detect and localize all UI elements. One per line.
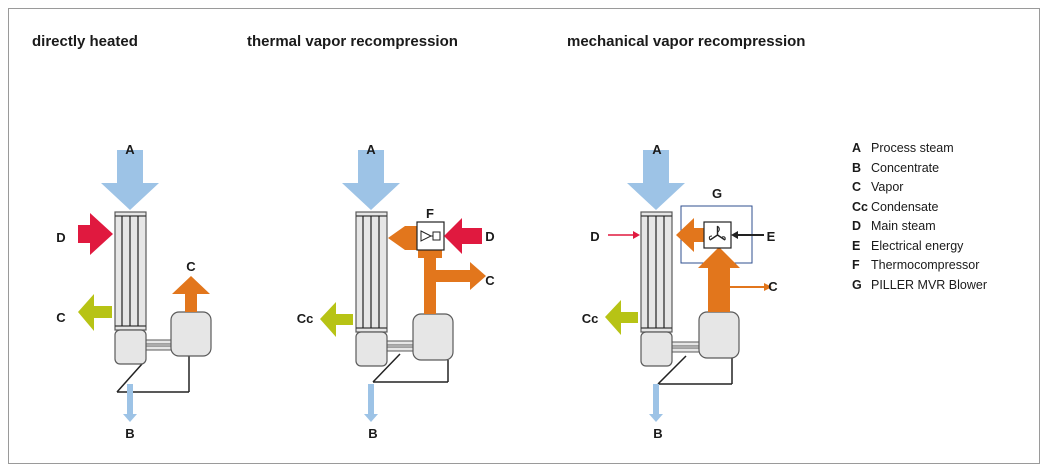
concentrate-outlet-arrow bbox=[123, 384, 137, 422]
condensate-out-arrow bbox=[605, 300, 638, 335]
legend-key: G bbox=[852, 277, 862, 292]
legend-label: Thermocompressor bbox=[871, 258, 980, 272]
panel-title-thermal-vapor-recompression: thermal vapor recompression bbox=[247, 33, 458, 50]
vapor-up-arrow bbox=[172, 276, 210, 312]
vapor-riser-arrow bbox=[424, 258, 486, 314]
blower-fan-icon bbox=[703, 221, 732, 249]
legend-item: F Thermocompressor bbox=[852, 258, 987, 278]
label-c: C bbox=[485, 273, 495, 288]
legend-item: C Vapor bbox=[852, 180, 987, 200]
legend-label: Condensate bbox=[871, 199, 939, 214]
compressed-vapor-arrow bbox=[388, 226, 416, 250]
legend-item: E Electrical energy bbox=[852, 239, 987, 259]
process-steam-arrow bbox=[627, 150, 685, 210]
label-a: A bbox=[652, 142, 662, 157]
panel-title-mechanical-vapor-recompression: mechanical vapor recompression bbox=[567, 33, 806, 50]
concentrate-outlet-arrow bbox=[649, 384, 663, 422]
panel-thermal-vapor-recompression: A B F D C Cc bbox=[297, 142, 496, 441]
main-steam-arrow bbox=[78, 213, 113, 255]
label-c: C bbox=[768, 279, 778, 294]
vapor-out-arrow bbox=[78, 294, 112, 331]
legend-item: D Main steam bbox=[852, 219, 987, 239]
label-cc: Cc bbox=[297, 311, 314, 326]
condensate-out-arrow bbox=[320, 302, 353, 337]
legend-label: Vapor bbox=[871, 180, 904, 194]
concentrate-outlet-arrow bbox=[364, 384, 378, 422]
panel-directly-heated: A B D C C bbox=[56, 142, 212, 441]
label-a: A bbox=[366, 142, 376, 157]
legend-key: B bbox=[852, 160, 862, 175]
separator-vessel bbox=[698, 311, 740, 359]
thermocompressor-icon bbox=[416, 221, 445, 251]
label-d: D bbox=[56, 230, 65, 245]
legend-item: A Process steam bbox=[852, 141, 987, 161]
label-e: E bbox=[767, 229, 776, 244]
evaporator-column bbox=[114, 211, 147, 365]
vapor-riser-arrow bbox=[698, 247, 740, 312]
legend-key: F bbox=[852, 258, 860, 272]
label-g: G bbox=[712, 186, 722, 201]
electrical-energy-arrowhead bbox=[731, 231, 738, 239]
evaporator-column bbox=[640, 211, 673, 367]
main-steam-arrow bbox=[444, 218, 482, 254]
legend-key: C bbox=[852, 180, 862, 194]
label-b: B bbox=[653, 426, 662, 441]
legend-item: B Concentrate bbox=[852, 161, 987, 181]
legend-label: Process steam bbox=[871, 141, 954, 155]
label-d: D bbox=[590, 229, 599, 244]
label-d: D bbox=[485, 229, 494, 244]
legend-label: Main steam bbox=[871, 219, 936, 233]
legend-label: Electrical energy bbox=[871, 238, 964, 253]
diagram-frame bbox=[8, 8, 1040, 464]
label-b: B bbox=[125, 426, 134, 441]
process-steam-arrow bbox=[342, 150, 400, 210]
process-steam-arrow bbox=[101, 150, 159, 210]
label-c-top: C bbox=[186, 259, 196, 274]
legend-key: A bbox=[852, 141, 862, 155]
legend-key: E bbox=[852, 238, 861, 253]
panel-mechanical-vapor-recompression: A B G D E C Cc bbox=[582, 142, 779, 441]
panel-title-directly-heated: directly heated bbox=[32, 33, 138, 50]
legend-item: G PILLER MVR Blower bbox=[852, 278, 987, 298]
compressed-vapor-arrow bbox=[676, 218, 704, 252]
label-c-left: C bbox=[56, 310, 66, 325]
label-cc: Cc bbox=[582, 311, 599, 326]
vapor-side-arrowhead bbox=[764, 283, 772, 291]
evaporator-column bbox=[355, 211, 388, 367]
legend-key: Cc bbox=[852, 199, 868, 214]
main-steam-arrowhead bbox=[633, 231, 640, 239]
label-f: F bbox=[426, 206, 434, 221]
compressed-vapor-shaft bbox=[405, 226, 417, 250]
separator-vessel bbox=[170, 311, 212, 357]
legend-label: Concentrate bbox=[871, 160, 940, 175]
label-b: B bbox=[368, 426, 377, 441]
separator-vessel bbox=[412, 313, 454, 361]
legend-key: D bbox=[852, 219, 862, 233]
label-a: A bbox=[125, 142, 135, 157]
legend-label: PILLER MVR Blower bbox=[871, 277, 988, 292]
